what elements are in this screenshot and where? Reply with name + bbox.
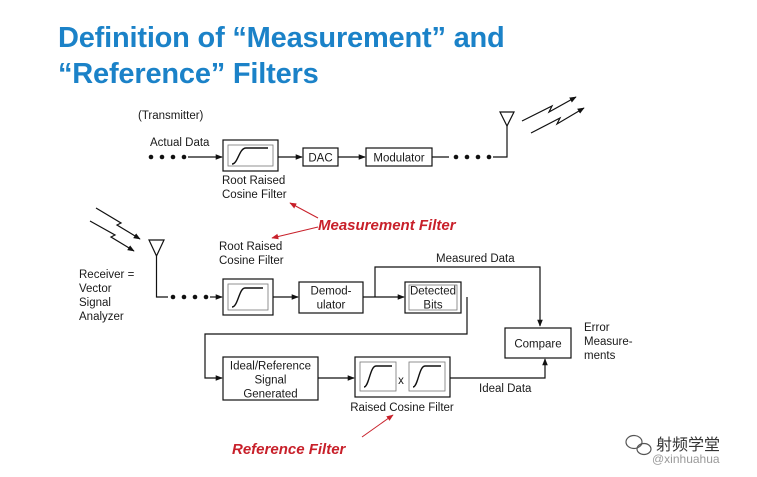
raised-cosine-filter-label: Raised Cosine Filter bbox=[350, 402, 454, 414]
demodulator-block: Demod- ulator bbox=[298, 281, 364, 314]
detected-bits-label-2: Bits bbox=[423, 300, 442, 312]
modulator-block: Modulator bbox=[365, 147, 433, 167]
dac-block: DAC bbox=[302, 147, 339, 167]
raised-cosine-filter-block: x bbox=[354, 356, 451, 398]
title-line-2: “Reference” Filters bbox=[58, 58, 319, 90]
transmitter-dots bbox=[148, 154, 187, 160]
actual-data-label: Actual Data bbox=[150, 137, 210, 149]
demodulator-label-1: Demod- bbox=[311, 286, 352, 298]
page-title: Definition of “Measurement” and “Referen… bbox=[58, 20, 505, 92]
demodulator-label-2: ulator bbox=[317, 300, 346, 312]
generator-label-2: Signal bbox=[255, 375, 287, 387]
generator-label-3: Generated bbox=[243, 389, 297, 401]
receive-antenna-icon bbox=[148, 239, 165, 258]
rx-filter-label-1: Root Raised bbox=[219, 241, 282, 253]
receiver-label-4: Analyzer bbox=[79, 311, 124, 323]
error-measurements-label-1: Error bbox=[584, 322, 610, 334]
rx-filter-label-2: Cosine Filter bbox=[219, 255, 284, 267]
reference-filter-label: Reference Filter bbox=[232, 441, 347, 458]
receiver-label-1: Receiver = bbox=[79, 269, 135, 281]
detected-bits-block: Detected Bits bbox=[404, 281, 462, 314]
watermark-name: 射频学堂 bbox=[656, 436, 720, 454]
receiver-label-2: Vector bbox=[79, 283, 112, 295]
measurement-filter-label: Measurement Filter bbox=[318, 217, 457, 234]
title-line-1: Definition of “Measurement” and bbox=[58, 22, 505, 54]
watermark-handle: @xinhuahua bbox=[652, 452, 720, 466]
wechat-icon bbox=[625, 434, 652, 456]
dac-label: DAC bbox=[308, 153, 332, 165]
error-measurements-label-3: ments bbox=[584, 350, 616, 362]
modulator-label: Modulator bbox=[373, 153, 424, 165]
transmit-antenna-icon bbox=[499, 111, 515, 128]
transmitter-caption: (Transmitter) bbox=[138, 110, 204, 122]
ideal-data-label: Ideal Data bbox=[479, 383, 532, 395]
detected-bits-label-1: Detected bbox=[410, 286, 456, 298]
multiply-symbol: x bbox=[398, 375, 404, 387]
tx-filter-label-2: Cosine Filter bbox=[222, 189, 287, 201]
modulator-output-dots bbox=[453, 154, 492, 160]
error-measurements-label-2: Measure- bbox=[584, 336, 633, 348]
ideal-reference-generator-block: Ideal/Reference Signal Generated bbox=[222, 356, 319, 401]
rx-root-raised-cosine-filter bbox=[222, 278, 274, 316]
received-wave-icon bbox=[89, 207, 141, 252]
transmitted-wave-icon bbox=[521, 96, 585, 134]
generator-label-1: Ideal/Reference bbox=[230, 361, 311, 373]
measured-data-label: Measured Data bbox=[436, 253, 515, 265]
compare-block: Compare bbox=[504, 327, 572, 359]
tx-root-raised-cosine-filter bbox=[222, 139, 279, 172]
receiver-label-3: Signal bbox=[79, 297, 111, 309]
tx-filter-label-1: Root Raised bbox=[222, 175, 285, 187]
receiver-dots bbox=[170, 294, 209, 300]
compare-label: Compare bbox=[514, 339, 561, 351]
